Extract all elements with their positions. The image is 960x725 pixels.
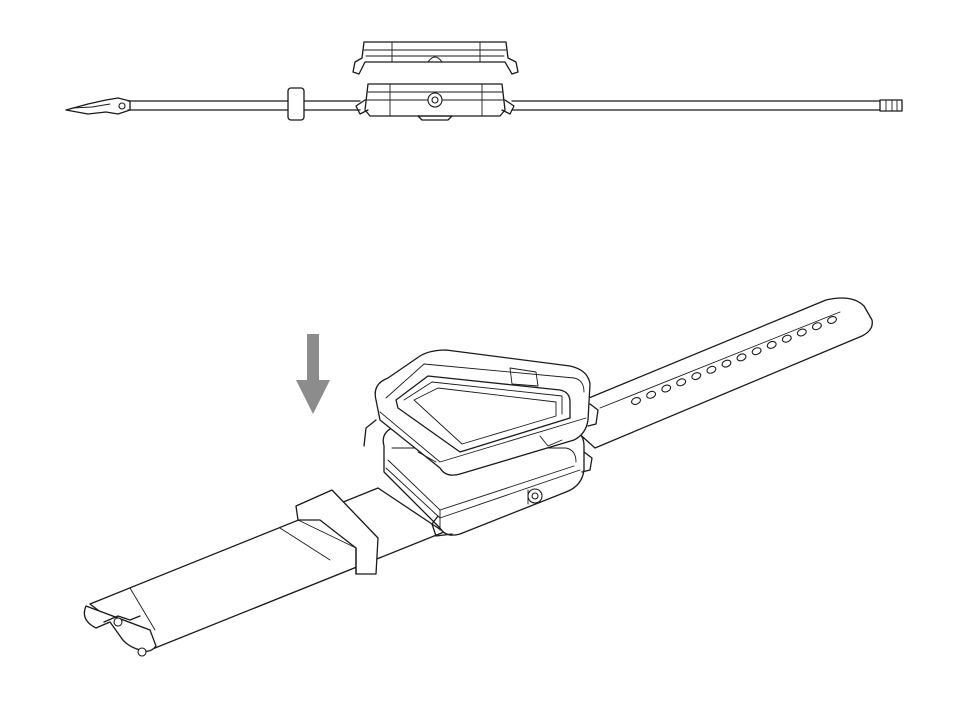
buckle-strap [83, 487, 445, 657]
side-view [65, 41, 903, 121]
perspective-view [83, 297, 873, 657]
strap-hole [646, 390, 657, 399]
strap-tip [879, 99, 903, 112]
side-strap [127, 99, 903, 112]
strap-hole [796, 328, 807, 337]
strap-hole [751, 347, 762, 356]
side-watch-body [355, 83, 515, 121]
side-case-cover [352, 41, 519, 75]
strap-hole [721, 359, 732, 368]
side-buckle [65, 97, 131, 115]
strap-hole [676, 378, 687, 387]
case-cover [363, 349, 599, 476]
strap-hole [706, 365, 717, 374]
side-strap-keeper [287, 87, 305, 121]
strap-with-holes [554, 297, 873, 449]
strap-holes [631, 316, 837, 405]
strap-hole [781, 334, 792, 343]
strap-hole [827, 316, 837, 324]
strap-hole [691, 372, 702, 381]
strap-keeper [295, 489, 379, 575]
strap-hole [766, 340, 777, 349]
strap-hole [736, 353, 747, 362]
arrow-down-icon [296, 334, 330, 414]
strap-hole [631, 397, 641, 405]
strap-hole [661, 384, 672, 393]
strap-hole [811, 322, 822, 331]
